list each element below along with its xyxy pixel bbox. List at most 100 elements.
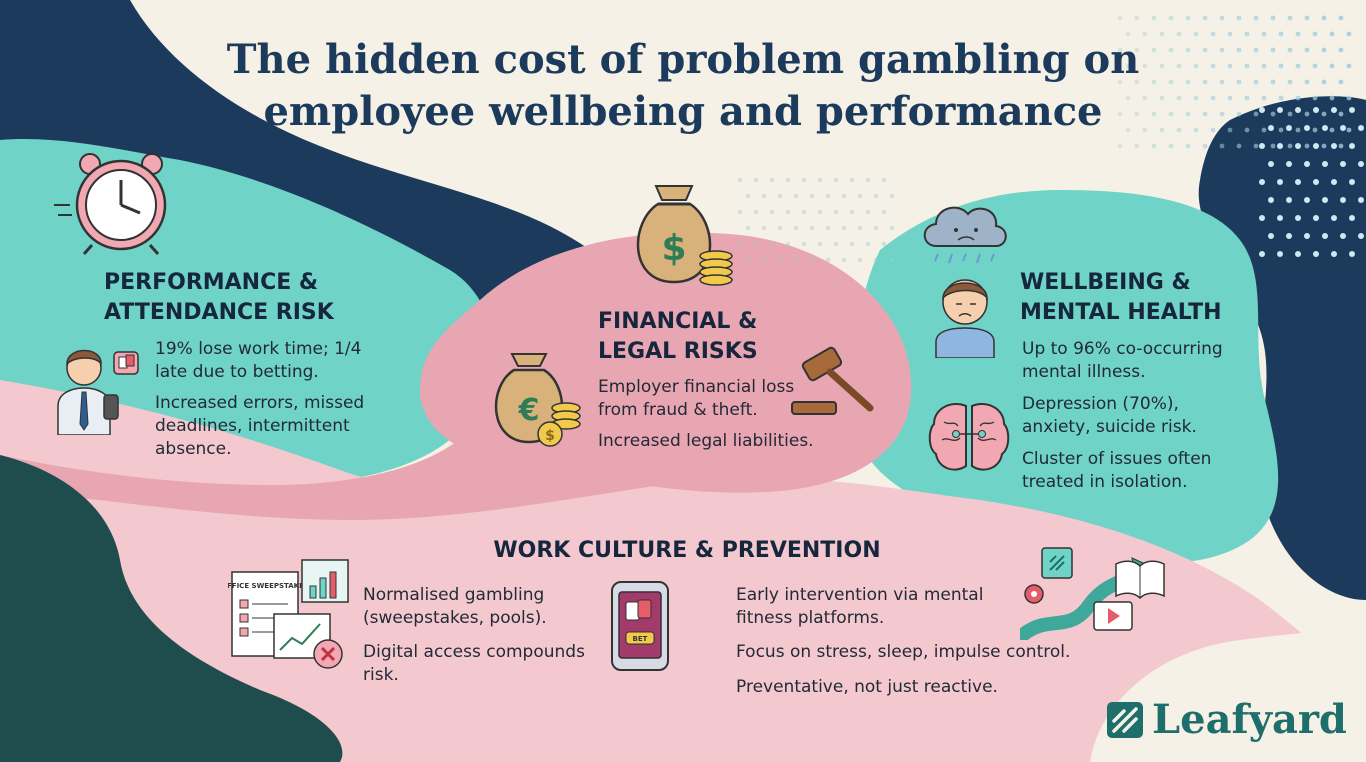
decor-dot [1338,47,1344,53]
decor-dot [1244,127,1250,133]
decor-dot [1259,107,1265,113]
decor-dot [1270,47,1276,53]
decor-dot [777,257,783,263]
financial-heading-line-2: LEGAL RISKS [598,339,758,364]
decor-dot [1125,127,1131,133]
decor-dot [1295,63,1301,69]
decor-dot [1313,251,1319,257]
pink-left-wave [0,430,680,520]
decor-dot [1338,111,1344,117]
performance-heading-line-2: ATTENDANCE RISK [104,300,334,325]
decor-dot [1278,31,1284,37]
decor-dot [881,241,887,247]
decor-dot [1259,251,1265,257]
decor-dot [1117,79,1123,85]
decor-dot [889,193,895,199]
decor-dot [793,225,799,231]
decor-dot [1295,95,1301,101]
decor-dot [1142,63,1148,69]
decor-dot [1304,47,1310,53]
decor-dot [1236,47,1242,53]
decor-dot [1227,95,1233,101]
decor-dot [1142,31,1148,37]
decor-dot [1321,79,1327,85]
decor-dot [1151,79,1157,85]
decor-dot [1295,127,1301,133]
decor-dot [1340,233,1346,239]
decor-dot [1244,95,1250,101]
decor-dot [1321,47,1327,53]
decor-dot [833,177,839,183]
sweepstakes-sheets-icon: OFFICE SWEEPSTAKES [228,559,349,669]
decor-dot [777,225,783,231]
decor-dot [1322,197,1328,203]
decor-dot [753,209,759,215]
decor-dot [1340,161,1346,167]
decor-dot [1286,125,1292,131]
decor-dot [769,177,775,183]
decor-dot [825,193,831,199]
decor-dot [1304,197,1310,203]
decor-dot [1338,79,1344,85]
decor-dot [841,225,847,231]
culture-heading: WORK CULTURE & PREVENTION [0,536,1366,566]
decor-dot [1313,143,1319,149]
decor-dot [873,193,879,199]
decor-dot [737,177,743,183]
decor-dot [1134,111,1140,117]
decor-dot [1346,95,1352,101]
decor-dot [1313,215,1319,221]
wellbeing-point-2: Depression (70%), anxiety, suicide risk. [1022,394,1197,437]
performance-point-2: Increased errors, missed deadlines, inte… [155,393,365,459]
decor-dot [1304,143,1310,149]
decor-dot [865,241,871,247]
decor-dot [1193,63,1199,69]
decor-dot [1151,111,1157,117]
decor-dot [1331,143,1337,149]
decor-dot [1117,47,1123,53]
page-title: The hidden cost of problem gambling on e… [0,34,1366,138]
decor-dot [1340,125,1346,131]
decor-dot [737,209,743,215]
decor-dot [1125,31,1131,37]
decor-dot [753,241,759,247]
decor-dot [1261,127,1267,133]
decor-dot [1346,127,1352,133]
decor-dot [1168,143,1174,149]
decor-dot [1349,215,1355,221]
decor-dot [809,193,815,199]
decor-dot [761,193,767,199]
decor-dot [1268,125,1274,131]
decor-dot [817,209,823,215]
leaf-logo-icon [1107,702,1143,738]
decor-dot [1259,143,1265,149]
decor-dot [1295,215,1301,221]
decor-dot [1125,63,1131,69]
wellbeing-point-1: Up to 96% co-occurring mental illness. [1022,339,1223,382]
decor-dot [1321,111,1327,117]
decor-dot [1159,31,1165,37]
title-line-1: The hidden cost of problem gambling on [226,36,1140,83]
performance-point-1: 19% lose work time; 1/4 late due to bett… [155,339,362,382]
gavel-icon [791,346,874,415]
decor-dot [857,257,863,263]
culture-left-point-1: Normalised gambling (sweepstakes, pools)… [363,585,547,628]
decor-dot [1349,143,1355,149]
brand-logo[interactable]: Leafyard [1106,696,1347,744]
decor-dot [1202,111,1208,117]
decor-dot [1185,111,1191,117]
decor-dot [1358,197,1364,203]
financial-point-2: Increased legal liabilities. [598,431,814,451]
decor-dot [777,193,783,199]
decor-dot [1321,15,1327,21]
decor-dot [1295,179,1301,185]
decor-dot [889,225,895,231]
decor-dot [1159,95,1165,101]
decor-dot [1329,95,1335,101]
decor-dot [1134,143,1140,149]
decor-dot [1312,63,1318,69]
decor-dot [1134,79,1140,85]
decor-dot [1286,161,1292,167]
decor-dot [793,193,799,199]
wellbeing-heading-line-2: MENTAL HEALTH [1020,300,1222,325]
